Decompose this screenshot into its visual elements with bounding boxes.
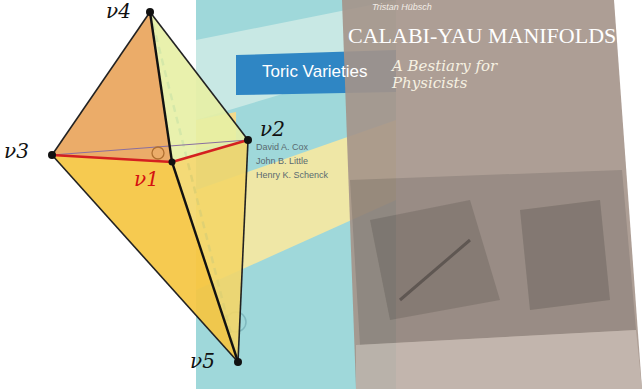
vertex-label: ν5 — [190, 350, 215, 372]
vertex-label: ν3 — [4, 140, 29, 162]
author-name: Henry K. Schenck — [256, 171, 328, 181]
vertex-label: ν2 — [260, 118, 285, 140]
author-name: Tristan Hübsch — [372, 3, 432, 13]
author-name: David A. Cox — [256, 143, 308, 153]
vertex-label: ν4 — [106, 0, 131, 22]
book-title: Toric Varieties — [262, 63, 368, 82]
book-title: CALABI-YAU MANIFOLDS — [348, 24, 616, 48]
book-subtitle: A Bestiary for Physicists — [392, 58, 522, 91]
vertex-label: ν1 — [134, 168, 159, 190]
calabi-yau-book-cover — [342, 0, 642, 389]
author-name: John B. Little — [256, 157, 308, 167]
bipyramid-polytope — [48, 8, 252, 366]
